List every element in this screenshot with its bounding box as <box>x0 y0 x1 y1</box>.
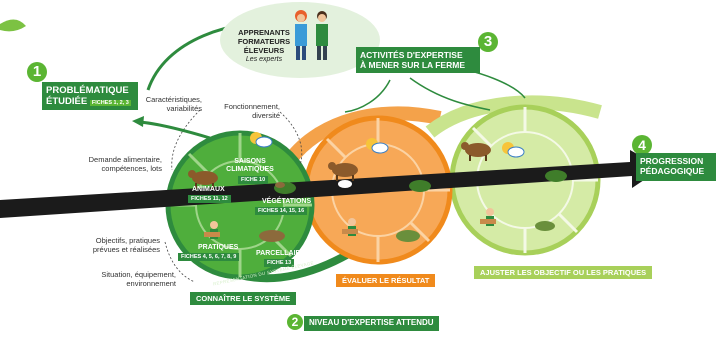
step3-box: ACTIVITÉS D'EXPERTISE À MENER SUR LA FER… <box>356 47 480 73</box>
label-saisons-line1: SAISONS <box>234 158 266 165</box>
label-pratiques: PRATIQUES <box>198 244 239 251</box>
progression-arrow <box>0 150 662 218</box>
caption-know-system: CONNAÎTRE LE SYSTÈME <box>190 292 297 305</box>
label-parcellaire: PARCELLAIRE <box>256 250 306 257</box>
step3-line1: ACTIVITÉS D'EXPERTISE <box>360 50 463 60</box>
experts-line1: APPRENANTS <box>238 28 290 37</box>
label-vegetations: VÉGÉTATIONS <box>262 198 312 205</box>
fiche-parcellaire: FICHE 13 <box>264 259 295 267</box>
vegetation-icon-3 <box>535 170 567 231</box>
fiche-animaux: FICHES 11, 12 <box>188 195 231 203</box>
arrow-step3-a <box>344 79 391 113</box>
note-objectifs-line2: prévues et réalisées <box>92 245 160 254</box>
experts-line3: ÉLEVEURS <box>243 46 285 55</box>
arrow-to-step1-head <box>132 116 144 127</box>
note-demande-line1: Demande alimentaire, <box>88 155 162 164</box>
step4-number: 4 <box>638 137 646 153</box>
dotted-guide-3 <box>164 241 196 283</box>
note-objectifs: Objectifs, pratiques prévues et réalisée… <box>80 236 160 254</box>
caption-evaluate: ÉVALUER LE RÉSULTAT <box>336 274 436 287</box>
cow-icon-3 <box>461 142 491 161</box>
step1-line1: PROBLÉMATIQUE <box>46 85 129 96</box>
label-animaux: ANIMAUX <box>192 186 225 193</box>
farmer-icon <box>204 221 220 239</box>
note-caracteristiques-line1: Caractéristiques, <box>145 95 202 104</box>
experts-line2: FORMATEURS <box>237 37 291 46</box>
step4-circle <box>632 135 652 155</box>
woman-expert-icon <box>295 10 307 60</box>
note-caracteristiques-line2: variabilités <box>166 104 202 113</box>
farmer-icon-3 <box>480 208 496 226</box>
cow-icon <box>188 170 218 189</box>
step4-box: PROGRESSION PÉDAGOGIQUE <box>636 153 716 181</box>
note-objectifs-line1: Objectifs, pratiques <box>95 236 160 245</box>
experts-subtitle: Les experts <box>245 56 283 63</box>
parcel-icon-2 <box>396 230 420 242</box>
caption-adjust: AJUSTER LES OBJECTIF OU LES PRATIQUES <box>474 266 653 279</box>
vegetation-icon <box>274 182 296 194</box>
arrow-to-step1 <box>139 120 211 140</box>
sun-cloud-icon <box>250 132 273 148</box>
note-situation: Situation, équipement, environnement <box>96 270 176 288</box>
step3-number: 3 <box>478 32 498 52</box>
vegetation-icon-2 <box>409 180 431 192</box>
step2-box: NIVEAU D'EXPERTISE ATTENDU <box>304 316 439 331</box>
note-demande: Demande alimentaire, compétences, lots <box>80 155 162 173</box>
parcel-icon <box>259 230 285 242</box>
note-situation-line1: Situation, équipement, <box>101 270 176 279</box>
label-saisons-line2: CLIMATIQUES <box>226 166 274 173</box>
step2-number: 2 <box>287 314 303 330</box>
experts-label: APPRENANTS FORMATEURS ÉLEVEURS Les exper… <box>235 28 293 64</box>
fiche-saisons: FICHE 10 <box>238 176 269 184</box>
cow-icon-2 <box>328 162 358 188</box>
step1-line2: ÉTUDIÉE FICHES 1, 2, 3 <box>46 96 134 109</box>
label-saisons: SAISONS CLIMATIQUES <box>222 158 278 174</box>
note-fonctionnement: Fonctionnement, diversité <box>210 102 280 120</box>
step1-line2-text: ÉTUDIÉE <box>46 96 88 107</box>
step4-line1: PROGRESSION <box>640 156 704 166</box>
note-situation-line2: environnement <box>126 279 176 288</box>
note-fonctionnement-line2: diversité <box>252 111 280 120</box>
step1-box: PROBLÉMATIQUE ÉTUDIÉE FICHES 1, 2, 3 <box>42 82 138 110</box>
step3-line2: À MENER SUR LA FERME <box>360 60 465 70</box>
arrow-step3-b <box>409 77 491 111</box>
sun-cloud-icon-3 <box>502 142 525 158</box>
arc-orange-top <box>284 106 442 165</box>
step1-number: 1 <box>27 62 47 82</box>
note-caracteristiques: Caractéristiques, variabilités <box>130 95 202 113</box>
arc-pale-top <box>425 95 602 138</box>
note-demande-line2: compétences, lots <box>101 164 162 173</box>
sun-cloud-icon-2 <box>366 138 389 154</box>
note-fonctionnement-line1: Fonctionnement, <box>224 102 280 111</box>
leaf-decoration <box>0 19 26 32</box>
step1-fiches: FICHES 1, 2, 3 <box>89 100 131 106</box>
farmer-icon-2 <box>342 218 358 236</box>
fiche-pratiques: FICHES 4, 5, 6, 7, 8, 9 <box>178 253 240 261</box>
dotted-guide <box>171 109 201 171</box>
fiche-vegetations: FICHES 14, 15, 16 <box>255 207 308 215</box>
man-expert-icon <box>316 11 328 60</box>
step4-line2: PÉDAGOGIQUE <box>640 166 705 176</box>
